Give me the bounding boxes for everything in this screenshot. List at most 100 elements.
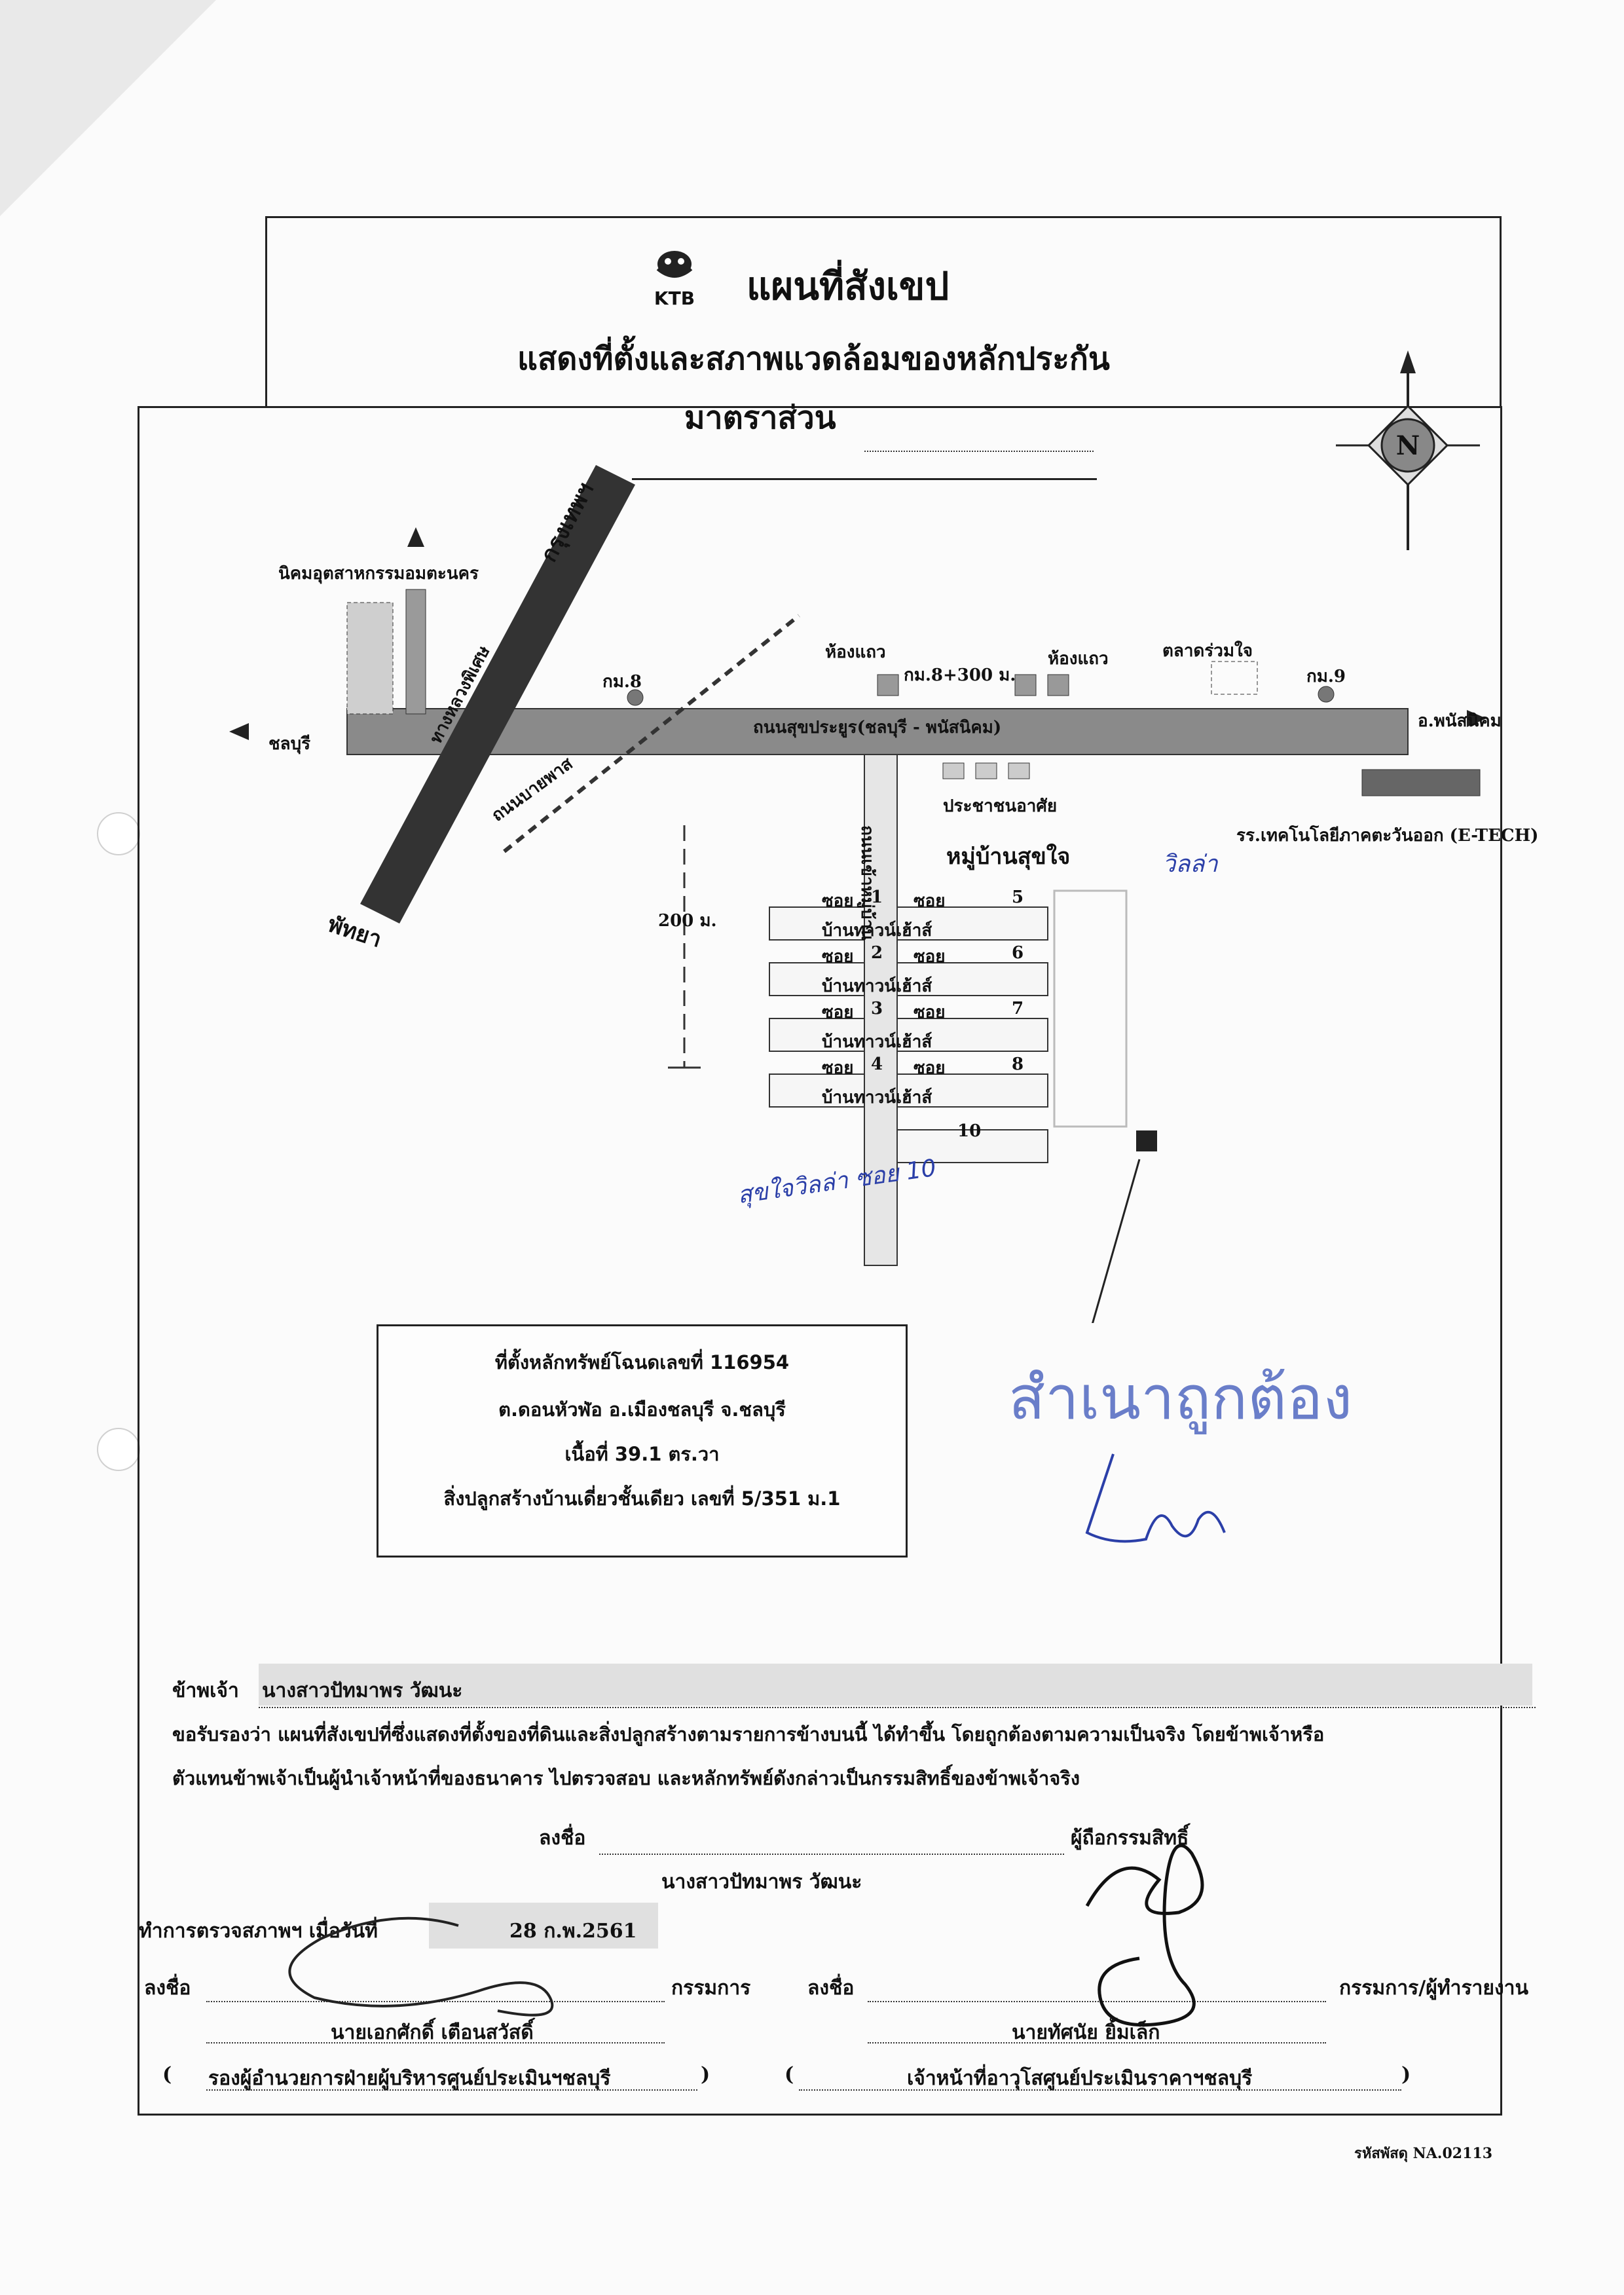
folded-corner bbox=[0, 0, 216, 216]
info-line-location: ต.ดอนหัวฬ่อ อ.เมืองชลบุรี จ.ชลบุรี bbox=[498, 1398, 786, 1421]
soi-label: ซอย bbox=[913, 891, 946, 911]
sign2-position: เจ้าหน้าที่อาวุโสศูนย์ประเมินราคาฯชลบุรี bbox=[907, 2067, 1253, 2090]
scale-label: มาตราส่วน bbox=[684, 400, 836, 436]
compass-icon: N bbox=[1336, 350, 1480, 550]
sign1-name: นายเอกศักดิ์ เตือนสวัสดิ์ bbox=[331, 2021, 534, 2044]
paren-open-1: ( bbox=[162, 2063, 172, 2086]
soi-label: ซอย bbox=[913, 1058, 946, 1078]
label-shophouse-2: ห้องแถว bbox=[1048, 649, 1109, 669]
shophouse-icon bbox=[877, 674, 899, 696]
name-dotline bbox=[259, 1707, 1536, 1708]
property-info-box: ที่ตั้งหลักทรัพย์โฉนดเลขที่ 116954 ต.ดอน… bbox=[377, 1324, 908, 1558]
house-icon bbox=[975, 762, 997, 779]
label-chonburi: ชลบุรี bbox=[268, 734, 311, 754]
label-phanat-nikhom: อ.พนัสนิคม bbox=[1418, 711, 1502, 731]
soi-label: ซอย bbox=[913, 1003, 946, 1022]
village-access-road bbox=[864, 754, 898, 1266]
compass-n-label: N bbox=[1396, 430, 1420, 461]
arrow-east-icon bbox=[1467, 710, 1486, 727]
owner-role: ผู้ถือกรรมสิทธิ์ bbox=[1071, 1827, 1189, 1850]
motorway-road bbox=[360, 465, 635, 924]
soi-label: ซอย bbox=[913, 947, 946, 967]
soi-number: 4 bbox=[871, 1054, 883, 1074]
townhouse-block bbox=[769, 1018, 865, 1052]
owner-sign-line bbox=[599, 1854, 1064, 1855]
industrial-side-road bbox=[346, 602, 394, 715]
soi-number: 3 bbox=[871, 999, 883, 1018]
document-title: แผนที่สังเขป bbox=[747, 264, 950, 308]
townhouse-label: บ้านทาวน์เฮ้าส์ bbox=[822, 977, 932, 996]
sign2-position-line bbox=[799, 2089, 1401, 2091]
townhouse-block bbox=[896, 962, 1048, 996]
label-distance: 200 ม. bbox=[658, 911, 717, 931]
document-subtitle: แสดงที่ตั้งและสภาพแวดล้อมของหลักประกัน bbox=[517, 341, 1110, 377]
college-building-icon bbox=[1361, 769, 1481, 796]
industrial-access-road bbox=[405, 589, 426, 715]
paren-close-1: ) bbox=[701, 2063, 710, 2086]
soi-number: 2 bbox=[871, 943, 883, 963]
ktb-bird-icon bbox=[656, 251, 693, 278]
bypass-road bbox=[503, 614, 800, 853]
townhouse-label: บ้านทาวน์เฮ้าส์ bbox=[822, 1088, 932, 1108]
sign2-label: ลงชื่อ bbox=[807, 1977, 855, 2000]
scale-dotline bbox=[864, 451, 1094, 452]
label-km9: กม.9 bbox=[1306, 667, 1346, 686]
main-frame bbox=[138, 406, 1502, 2116]
declarant-name: นางสาวปัทมาพร วัฒนะ bbox=[262, 1679, 463, 1702]
parcel-code: รหัสพัสดุ NA.02113 bbox=[1354, 2145, 1492, 2162]
logo-text: KTB bbox=[654, 288, 695, 309]
label-main-road: ถนนสุขประยูร(ชลบุรี - พนัสนิคม) bbox=[753, 718, 1002, 737]
label-market: ตลาดร่วมใจ bbox=[1162, 641, 1253, 661]
sign1-position-line bbox=[206, 2089, 697, 2091]
faded-block bbox=[1053, 889, 1128, 1128]
pointer-line bbox=[1092, 1159, 1141, 1323]
owner-name: นางสาวปัทมาพร วัฒนะ bbox=[661, 1871, 862, 1894]
label-industrial-estate: นิคมอุตสาหกรรมอมตะนคร bbox=[278, 564, 479, 584]
label-residences: ประชาชนอาศัย bbox=[943, 796, 1058, 816]
declaration-prefix: ข้าพเจ้า bbox=[172, 1679, 239, 1702]
punch-hole bbox=[97, 812, 140, 855]
townhouse-block bbox=[769, 1073, 865, 1108]
paren-close-2: ) bbox=[1401, 2063, 1411, 2086]
label-tech-college: รร.เทคโนโลยีภาคตะวันออก (E-TECH) bbox=[1236, 826, 1539, 846]
scale-underline bbox=[632, 478, 1097, 480]
header-frame bbox=[265, 216, 1502, 408]
soi-label: ซอย bbox=[822, 947, 854, 967]
stamp-signature bbox=[1085, 1453, 1226, 1543]
soi-number: 6 bbox=[1012, 943, 1024, 963]
townhouse-label: บ้านทาวน์เฮ้าส์ bbox=[822, 1032, 932, 1052]
soi-number: 1 bbox=[871, 887, 883, 907]
owner-signature bbox=[1085, 1844, 1204, 2027]
subject-property-marker bbox=[1136, 1130, 1157, 1151]
declaration-line-2: ตัวแทนข้าพเจ้าเป็นผู้นำเจ้าหน้าที่ของธนา… bbox=[172, 1767, 1080, 1789]
sign1-label: ลงชื่อ bbox=[144, 1977, 191, 2000]
punch-hole bbox=[97, 1428, 140, 1471]
sign2-line bbox=[868, 2001, 1326, 2002]
info-line-deed: ที่ตั้งหลักทรัพย์โฉนดเลขที่ 116954 bbox=[494, 1351, 790, 1373]
townhouse-block bbox=[769, 962, 865, 996]
soi-number: 7 bbox=[1012, 999, 1024, 1018]
km-marker bbox=[627, 689, 644, 706]
name-highlight bbox=[259, 1664, 1532, 1706]
soi-label: ซอย bbox=[822, 891, 854, 911]
info-line-building: สิ่งปลูกสร้างบ้านเดี่ยวชั้นเดียว เลขที่ … bbox=[443, 1487, 841, 1510]
townhouse-block bbox=[896, 1018, 1048, 1052]
compass-rose: N bbox=[1329, 347, 1486, 557]
soi-label: ซอย bbox=[822, 1003, 854, 1022]
label-km8: กม.8 bbox=[602, 672, 642, 692]
sign2-name-line bbox=[868, 2042, 1326, 2043]
arrow-west-icon bbox=[229, 723, 249, 740]
soi-number: 8 bbox=[1012, 1054, 1024, 1074]
date-highlight bbox=[429, 1903, 658, 1949]
sketch-map bbox=[229, 465, 1486, 1323]
townhouse-block bbox=[896, 1073, 1048, 1108]
shophouse-icon bbox=[1014, 674, 1037, 696]
soi-number: 10 bbox=[957, 1121, 982, 1141]
soi-label: ซอย bbox=[822, 1058, 854, 1078]
townhouse-label: บ้านทาวน์เฮ้าส์ bbox=[822, 921, 932, 941]
townhouse-block bbox=[769, 906, 865, 941]
owner-sign-label: ลงชื่อ bbox=[539, 1827, 586, 1850]
paren-open-2: ( bbox=[784, 2063, 794, 2086]
market-icon bbox=[1211, 661, 1258, 695]
soi-number: 5 bbox=[1012, 887, 1024, 907]
